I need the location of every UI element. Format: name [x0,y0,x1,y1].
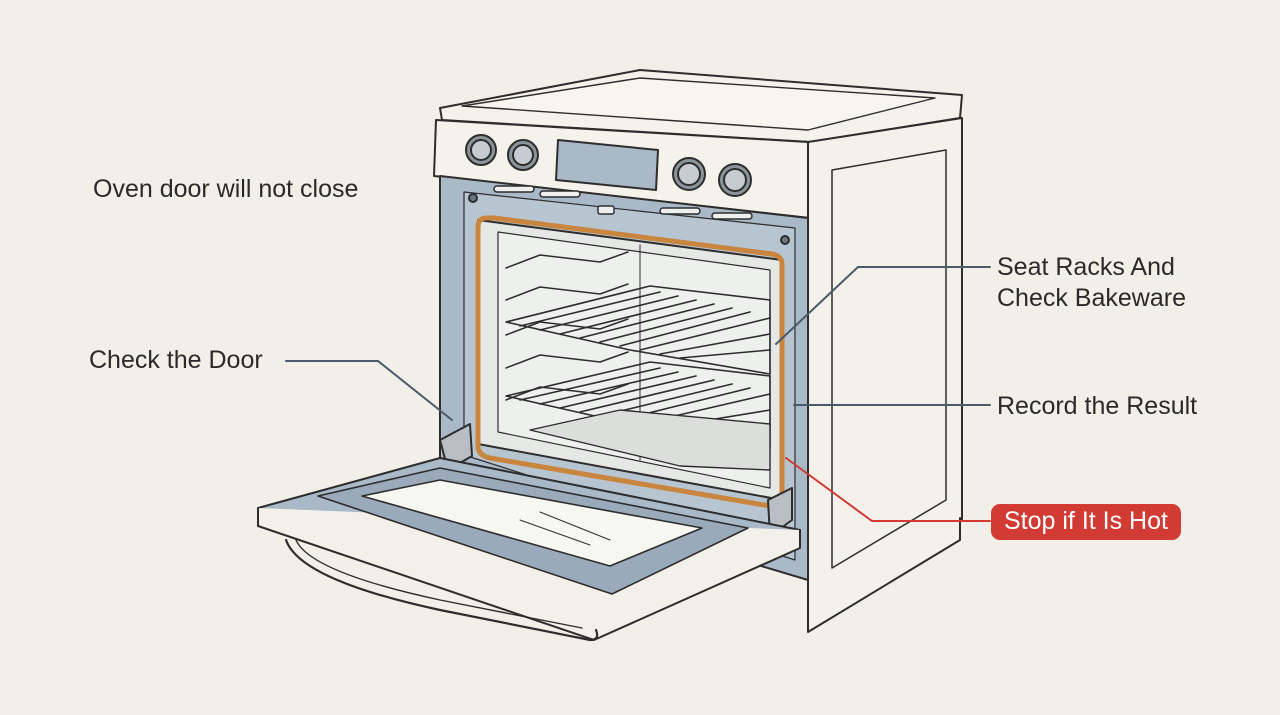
baking-tray [529,409,771,471]
display-window [555,139,659,191]
callout-seat-racks-line2: Check Bakeware [997,284,1186,312]
callout-seat-racks-line1: Seat Racks And [997,253,1175,281]
callout-stop-hot: Stop if It Is Hot [991,504,1181,540]
callout-record-result: Record the Result [997,392,1198,420]
leader-hot [785,457,991,522]
control-knobs [465,134,752,197]
leader-seat-racks [775,266,991,345]
door-window [361,479,703,567]
rack-rails [505,251,629,401]
callout-seat-racks: Seat Racks And Check Bakeware [997,252,1186,314]
diagram-title: Oven door will not close [93,175,359,203]
oven-rack-upper [505,285,771,375]
callout-check-door: Check the Door [89,346,263,374]
door-handle [284,538,599,642]
leader-check-door [285,360,453,421]
